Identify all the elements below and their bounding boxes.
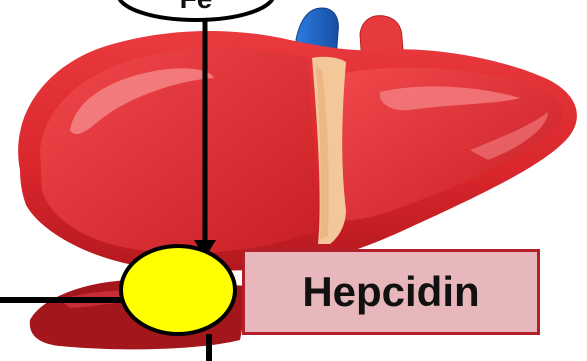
yellow-node xyxy=(121,246,235,334)
hepcidin-label: Hepcidin xyxy=(302,268,479,316)
top-node-label: Fe xyxy=(136,0,256,15)
hepcidin-box: Hepcidin xyxy=(242,249,540,335)
